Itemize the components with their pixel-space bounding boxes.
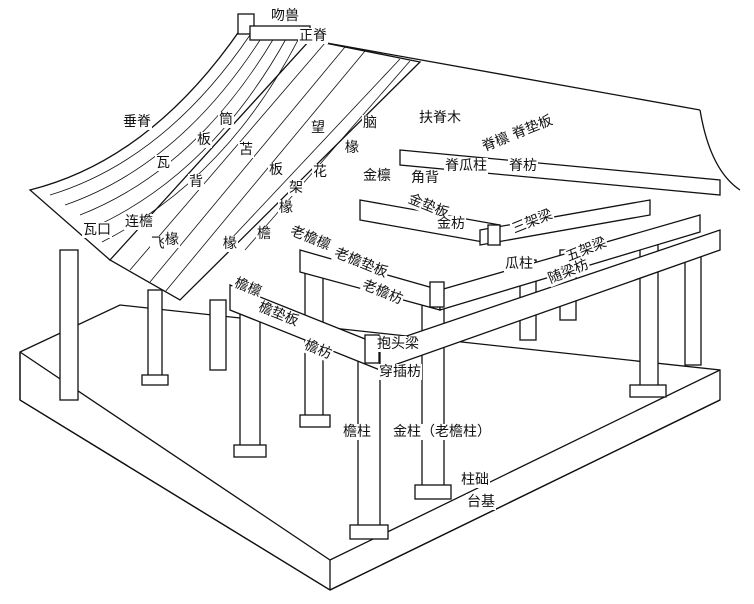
label-lianyan: 连檐 bbox=[124, 214, 154, 230]
label-ban: 板 bbox=[196, 132, 212, 148]
label-jinlin: 金檩 bbox=[362, 168, 392, 184]
label-jinfang: 金枋 bbox=[436, 216, 466, 232]
label-fujimu: 扶脊木 bbox=[418, 110, 462, 126]
label-yanzhu: 檐柱 bbox=[342, 424, 372, 440]
label-bei: 背 bbox=[188, 174, 204, 190]
label-huajiachuan: 椽 bbox=[278, 200, 294, 216]
label-jiguazhu: 脊瓜柱 bbox=[444, 158, 488, 174]
label-yanchuan: 椽 bbox=[222, 236, 238, 252]
label-jifang: 脊枋 bbox=[508, 158, 538, 174]
label-wakou: 瓦口 bbox=[82, 222, 112, 238]
columns bbox=[59, 239, 702, 540]
label-chuanchafang: 穿插枋 bbox=[378, 364, 422, 380]
label-jinzhu: 金柱（老檐柱） bbox=[392, 424, 492, 440]
label-feichuan: 椽 bbox=[164, 232, 180, 248]
label-chuiji: 垂脊 bbox=[122, 114, 152, 130]
label-nao: 脑 bbox=[362, 115, 378, 131]
label-jia: 架 bbox=[288, 180, 304, 196]
label-jiaobei: 角背 bbox=[410, 170, 440, 186]
label-shan: 苫 bbox=[238, 142, 254, 158]
label-wa: 瓦 bbox=[155, 155, 171, 171]
label-wang: 望 bbox=[310, 120, 326, 136]
label-tong: 筒 bbox=[218, 112, 234, 128]
label-zhuchu: 柱础 bbox=[460, 472, 490, 488]
label-taiji: 台基 bbox=[466, 494, 496, 510]
label-wangban: 板 bbox=[268, 162, 284, 178]
roof bbox=[28, 13, 741, 301]
label-wenshou: 吻兽 bbox=[270, 8, 300, 24]
label-baotouliang: 抱头梁 bbox=[376, 336, 420, 352]
label-zhengji: 正脊 bbox=[298, 28, 328, 44]
label-naochuan: 椽 bbox=[344, 140, 360, 156]
label-guazhu: 瓜柱 bbox=[504, 256, 534, 272]
label-yan: 檐 bbox=[256, 226, 272, 242]
label-fei: 飞 bbox=[150, 236, 166, 252]
label-hua: 花 bbox=[312, 164, 328, 180]
